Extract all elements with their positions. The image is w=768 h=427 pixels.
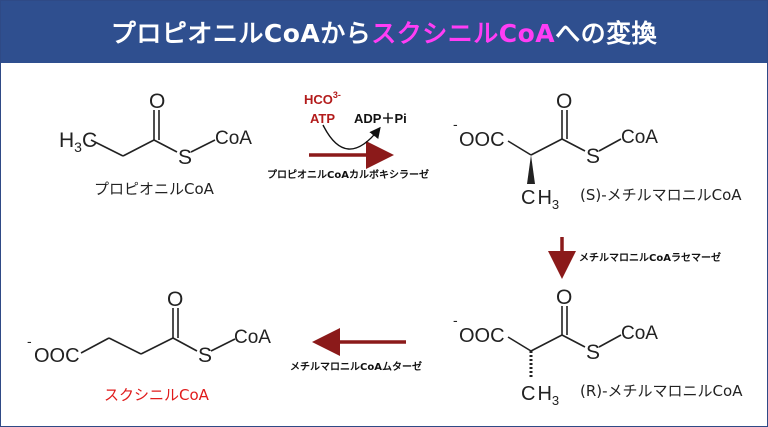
hco3-label: HCO3-: [304, 90, 341, 107]
succ-ooc-label: OOC: [34, 345, 80, 367]
r-methylmalonyl-structure: [507, 306, 622, 379]
s-o-label: O: [556, 90, 572, 113]
s-methylmalonyl-coa-name: (S)-メチルマロニルCoA: [580, 186, 742, 204]
propionyl-h3-label: H3C: [59, 129, 97, 155]
enzyme-propionyl-coa-carboxylase: プロピオニルCoAカルボキシラーゼ: [267, 170, 429, 181]
enzyme-methylmalonyl-coa-racemase: メチルマロニルCoAラセマーゼ: [579, 253, 721, 264]
r-minus-sign: -: [453, 312, 458, 328]
cofactor-curved-arrow: [322, 124, 381, 150]
r-coa-label: CoA: [621, 323, 658, 344]
s-coa-label: CoA: [621, 127, 658, 148]
s-s-label: S: [586, 145, 600, 168]
succ-coa-label: CoA: [234, 327, 271, 348]
r-o-label: O: [556, 286, 572, 309]
enzyme-methylmalonyl-coa-mutase: メチルマロニルCoAムターゼ: [290, 362, 422, 373]
atp-label: ATP: [310, 111, 335, 126]
adp-pi-label: ADP＋Pi: [354, 111, 407, 126]
s-methylmalonyl-structure: [507, 110, 622, 156]
propionyl-o-label: O: [149, 90, 165, 113]
succ-s-label: S: [198, 344, 212, 367]
title-banner: プロピオニルCoAからスクシニルCoAへの変換: [1, 1, 767, 63]
propionyl-coa-structure: [90, 110, 216, 157]
page-title: プロピオニルCoAからスクシニルCoAへの変換: [111, 14, 657, 50]
s-minus-sign: -: [453, 116, 458, 132]
r-s-label: S: [586, 341, 600, 364]
s-wedge-bond: [527, 155, 535, 184]
r-methylmalonyl-coa-name: (R)-メチルマロニルCoA: [580, 382, 743, 400]
r-ooc-label: OOC: [459, 325, 505, 347]
propionyl-s-label: S: [178, 146, 192, 169]
propionyl-coa-name: プロピオニルCoA: [94, 180, 214, 198]
succinyl-coa-name: スクシニルCoA: [104, 386, 209, 404]
title-highlight: スクシニルCoA: [371, 19, 556, 48]
succinyl-coa-structure: [80, 308, 236, 355]
title-part-1: プロピオニルCoAから: [110, 19, 372, 48]
s-ooc-label: OOC: [459, 129, 505, 151]
succ-minus-sign: -: [27, 333, 32, 349]
propionyl-coa-label: CoA: [215, 128, 252, 149]
title-part-3: への変換: [555, 19, 658, 48]
succ-o-label: O: [167, 288, 183, 311]
